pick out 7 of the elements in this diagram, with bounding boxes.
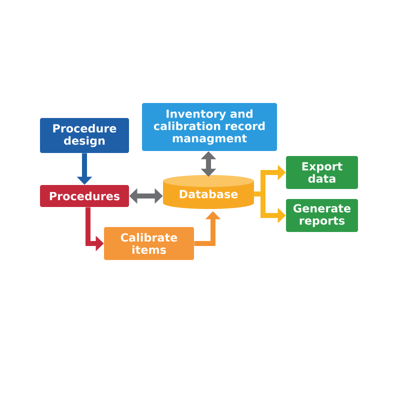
process-box: Procedure design [40, 118, 129, 153]
process-box: Generate reports [286, 199, 358, 232]
process-box: Calibrate items [104, 227, 194, 260]
process-box: Inventory and calibration record managment [142, 103, 277, 151]
process-box: Procedures [40, 185, 129, 207]
database-cylinder: Database [163, 175, 254, 209]
process-box: Export data [286, 156, 358, 189]
